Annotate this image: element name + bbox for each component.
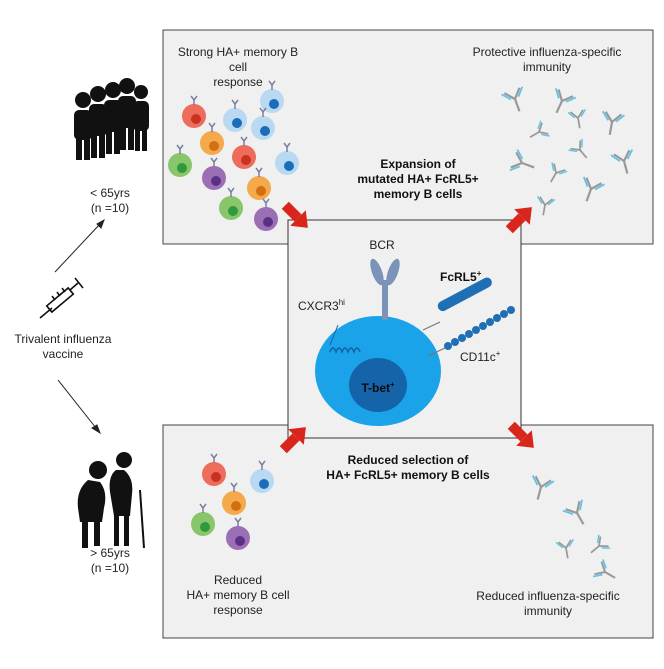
bcr-label: BCR bbox=[369, 238, 395, 252]
cd11c-label: CD11c+ bbox=[460, 349, 501, 364]
fcrl5-receptor bbox=[437, 277, 492, 312]
top-panel bbox=[162, 29, 654, 245]
bcr-receptor bbox=[370, 258, 400, 320]
old-group-label: > 65yrs(n =10) bbox=[90, 546, 130, 575]
top-b-cells bbox=[168, 80, 299, 231]
connector-arrows bbox=[54, 218, 105, 435]
red-arrows bbox=[279, 201, 534, 454]
arrow-bottom-left bbox=[279, 427, 306, 454]
bottom-b-cells bbox=[191, 453, 274, 550]
cd11c-receptor bbox=[444, 306, 515, 350]
fcrl5-label: FcRL5+ bbox=[440, 269, 482, 284]
arrow-top-left bbox=[281, 201, 308, 228]
tbet-label: T-bet+ bbox=[361, 380, 395, 395]
cxcr3-receptor bbox=[329, 347, 361, 355]
arrow-top-right bbox=[505, 207, 532, 234]
nucleus bbox=[349, 358, 407, 412]
central-b-cell bbox=[315, 258, 515, 426]
young-group-label: < 65yrs(n =10) bbox=[90, 186, 130, 215]
arrow-bottom-right bbox=[507, 421, 534, 448]
elderly-people-icon bbox=[77, 452, 145, 549]
young-people-icon bbox=[74, 78, 149, 160]
syringe-icon bbox=[39, 277, 84, 319]
cxcr3-label: CXCR3hi bbox=[298, 298, 345, 313]
